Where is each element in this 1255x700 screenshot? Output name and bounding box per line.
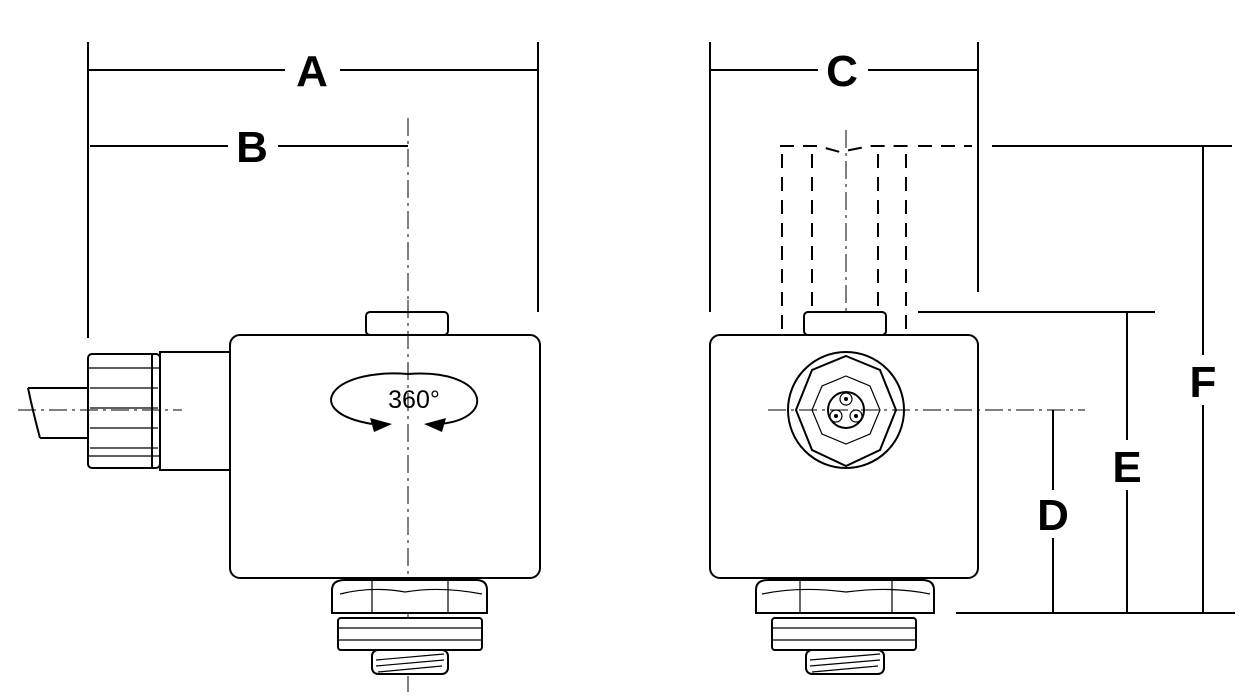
side-threaded-tip [371,649,449,675]
dimension-b-label: B [236,123,268,172]
cable [27,387,88,439]
rotation-label: 360° [388,386,440,414]
dimension-a-label: A [296,47,328,96]
rotation-indicator: 360° [330,372,479,432]
dimension-f: F [992,145,1232,613]
dimension-d: D [1037,410,1069,613]
dimension-d-label: D [1037,491,1069,540]
side-view: A B [18,42,541,692]
dimension-c-label: C [826,47,858,96]
front-flange [771,617,917,651]
front-view: C [709,42,1235,675]
mating-connector-outline [780,145,972,330]
dimension-e: E [918,311,1155,613]
connector-nut [87,351,231,471]
dimension-a: A [87,42,539,338]
side-hex-nut [331,579,488,614]
front-hex-nut [755,579,935,614]
side-housing [229,334,541,579]
front-top-button [803,311,887,336]
dimension-f-label: F [1190,358,1217,407]
side-flange [337,617,483,651]
dimension-b: B [90,123,408,172]
dimension-e-label: E [1112,443,1141,492]
side-top-button [365,311,449,336]
dimension-c: C [709,42,979,312]
front-threaded-tip [805,649,885,675]
